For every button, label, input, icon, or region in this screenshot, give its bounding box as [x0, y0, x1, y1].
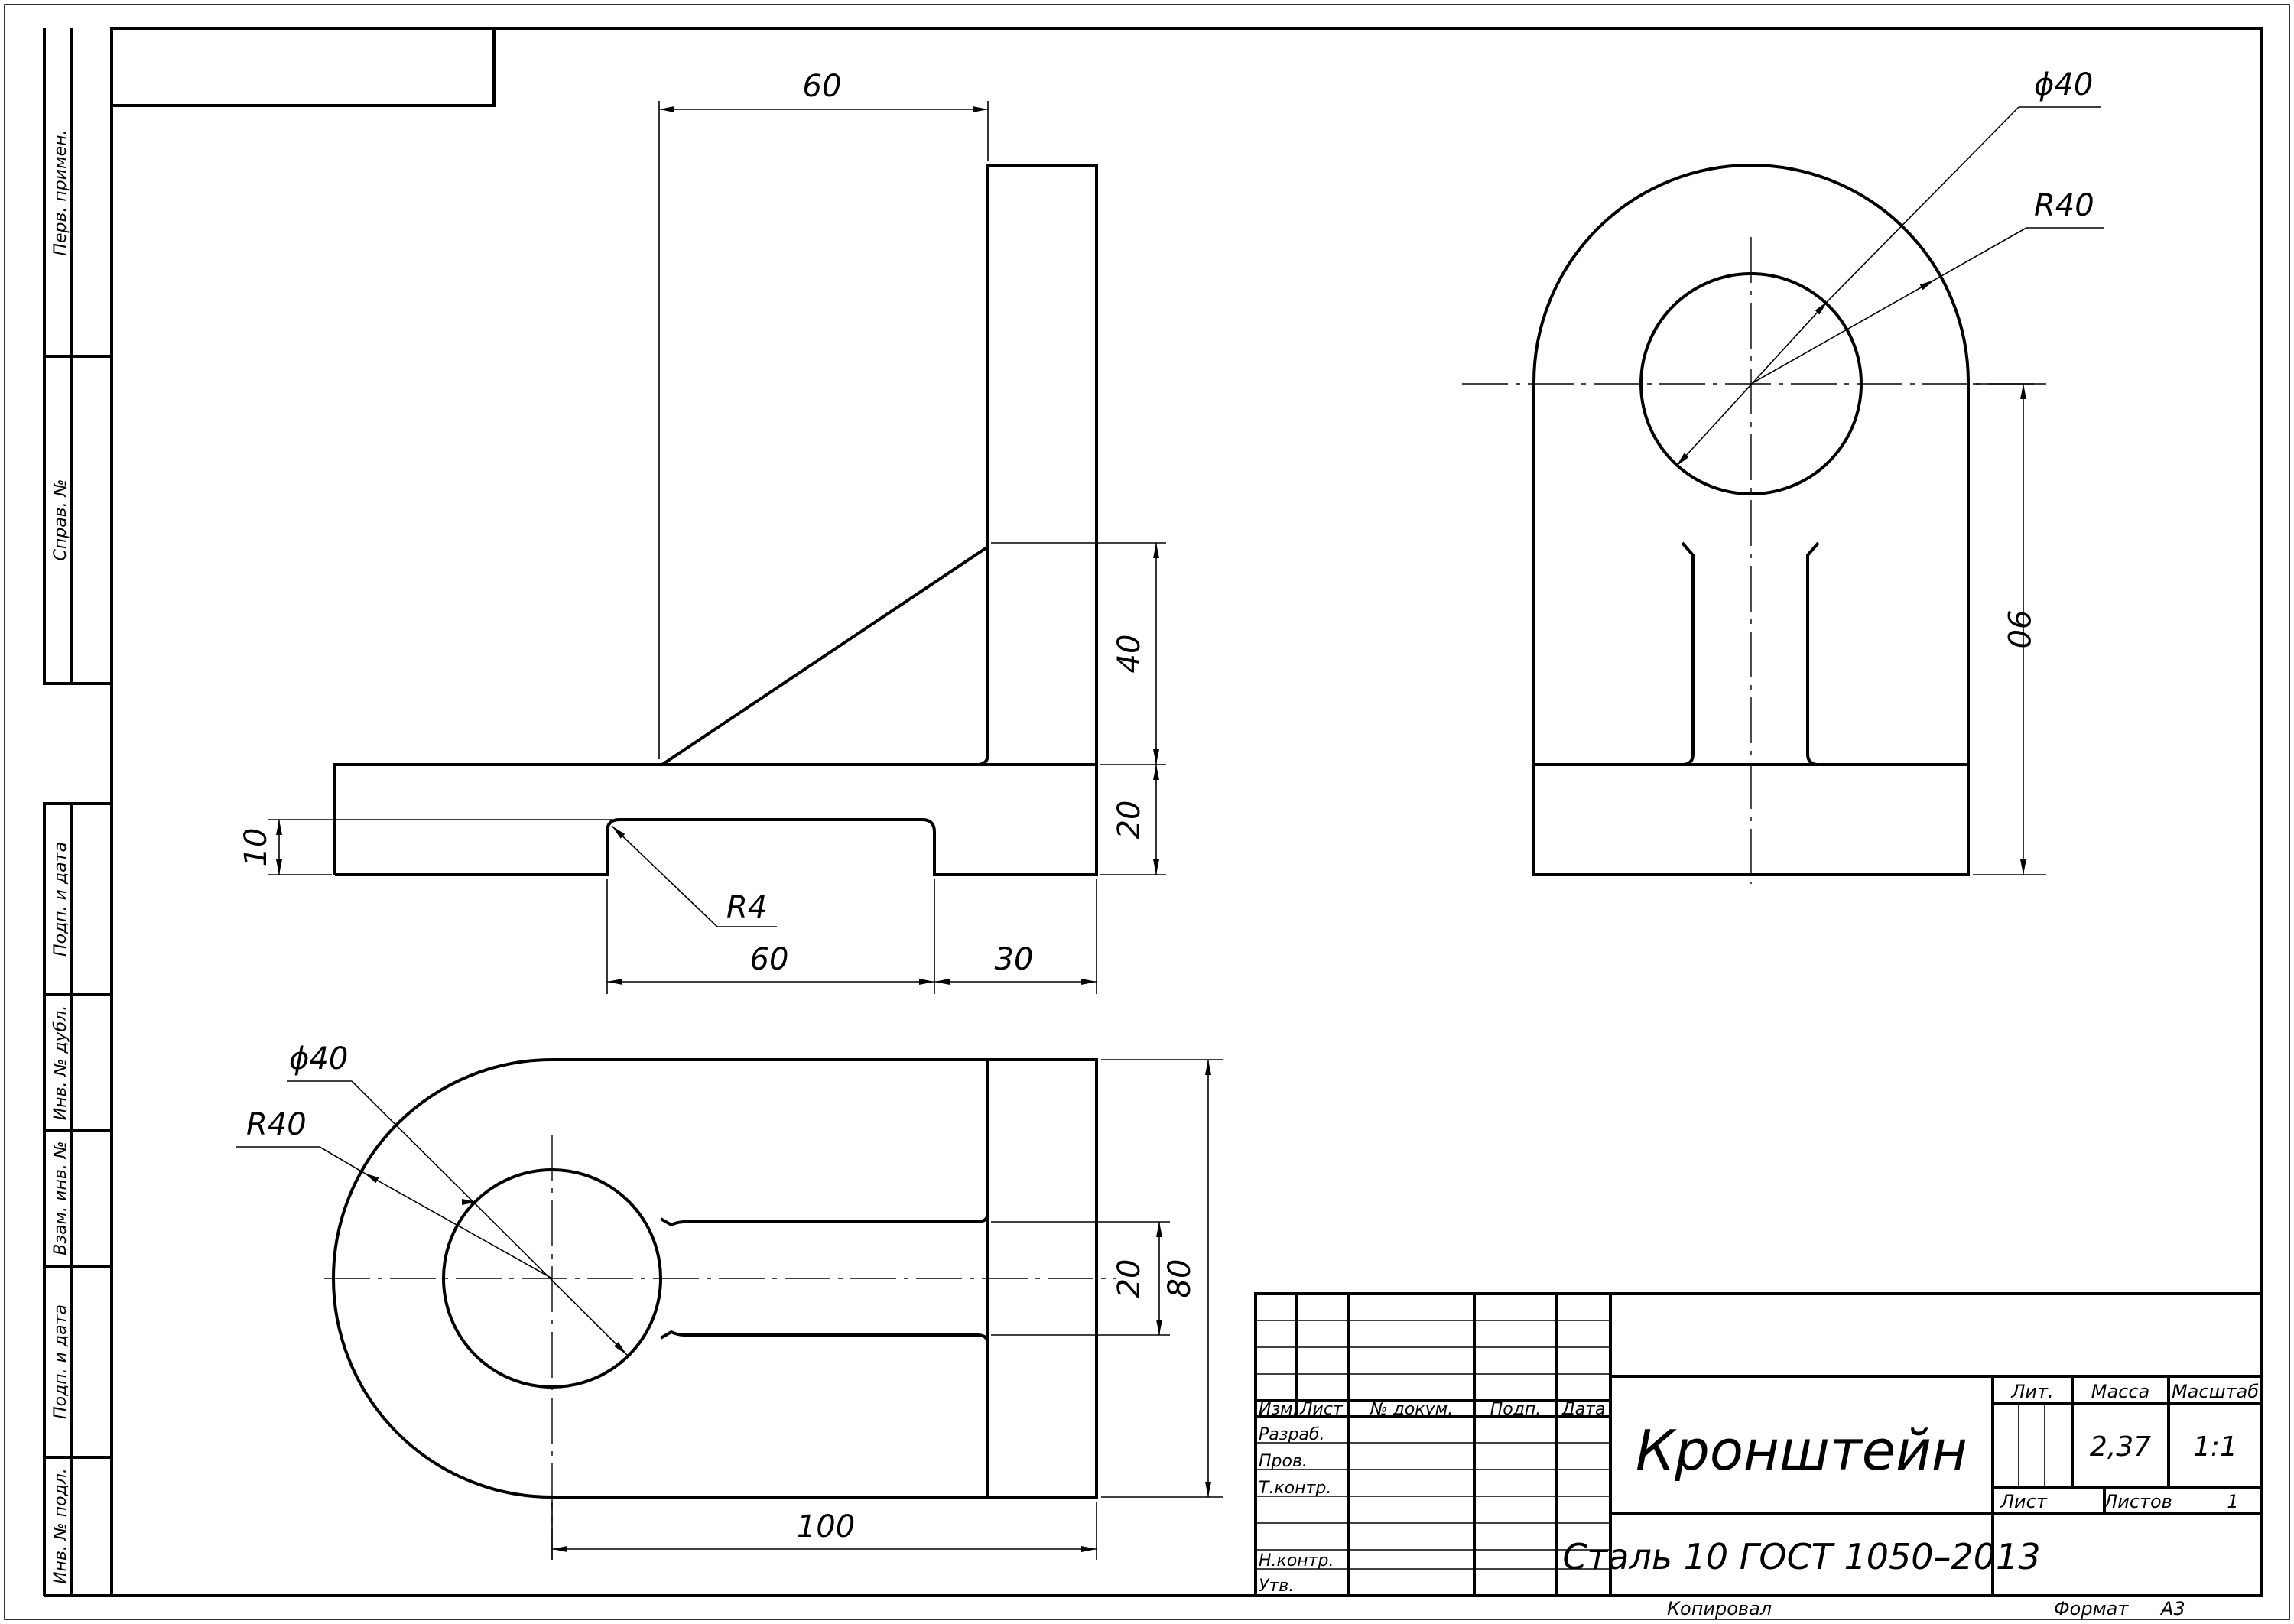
- front-view-rib: [661, 545, 989, 766]
- dim-front-bottom-60: 60: [750, 942, 789, 977]
- tb-row-razrab: Разраб.: [1259, 1425, 1324, 1444]
- side-label-podp-data-2: Подп. и дата: [51, 1304, 70, 1419]
- side-view-slot-left: [1681, 541, 1695, 766]
- title-block: Изм. Лист № докум. Подп. Дата Разраб. Пр…: [1254, 1292, 2263, 1597]
- side-label-vzam-inv: Взам. инв. №: [51, 1141, 70, 1255]
- tb-row-utv: Утв.: [1259, 1577, 1294, 1596]
- side-label-sprav-no: Справ. №: [51, 479, 70, 560]
- dim-top-20: 20: [1112, 1259, 1147, 1298]
- side-label-perv-primen: Перв. примен.: [51, 129, 70, 255]
- leader-front-r4: [611, 825, 718, 927]
- front-view-outline: [333, 164, 1098, 876]
- drawing-frame: [110, 27, 2263, 1597]
- dim-front-top-60: 60: [803, 69, 842, 104]
- front-view: 60 40 20 10 R4 60 30: [239, 69, 1166, 994]
- leader-top-r40: [363, 1172, 553, 1279]
- tb-lit-label: Лит.: [2010, 1381, 2053, 1402]
- side-label-inv-dubl: Инв. № дубл.: [51, 1005, 70, 1121]
- tb-col-data: Дата: [1561, 1400, 1606, 1419]
- leader-side-r40: [1750, 279, 1935, 385]
- top-view-slot-bottom: [660, 1330, 989, 1345]
- tb-row-prov: Пров.: [1259, 1452, 1308, 1471]
- side-label-inv-podl: Инв. № подл.: [51, 1468, 70, 1584]
- tb-format-label: Формат: [2054, 1598, 2129, 1619]
- dim-top-80: 80: [1162, 1259, 1197, 1298]
- tb-col-list: Лист: [1299, 1400, 1344, 1419]
- tb-mass-value: 2,37: [2090, 1431, 2151, 1463]
- tb-scale-value: 1:1: [2193, 1431, 2237, 1463]
- side-stamp: Перв. примен. Справ. № Подп. и дата Инв.…: [43, 28, 112, 1597]
- dim-side-d40: ϕ40: [2034, 67, 2093, 102]
- top-view-outline: [332, 1058, 1098, 1499]
- top-view-slot-top: [660, 1212, 989, 1227]
- leader-top-d40: [351, 1080, 628, 1356]
- side-view-slot-right: [1806, 541, 1820, 766]
- tb-row-tkontr: Т.контр.: [1259, 1479, 1331, 1498]
- dim-top-d40: ϕ40: [289, 1041, 348, 1077]
- tb-part-name: Кронштейн: [1636, 1418, 1967, 1483]
- tb-format-value: А3: [2159, 1598, 2185, 1619]
- top-left-stamp: [112, 28, 496, 107]
- sheet-outer-border: [4, 4, 2290, 1620]
- tb-material: Сталь 10 ГОСТ 1050–2013: [1562, 1536, 2040, 1577]
- dim-top-r40: R40: [246, 1107, 307, 1142]
- dim-front-40: 40: [1112, 635, 1147, 674]
- tb-mass-label: Масса: [2091, 1381, 2150, 1402]
- tb-row-nkontr: Н.контр.: [1259, 1551, 1334, 1570]
- tb-sheet-label: Лист: [2000, 1491, 2048, 1512]
- dim-top-100: 100: [797, 1509, 855, 1544]
- tb-col-podp: Подп.: [1490, 1400, 1542, 1419]
- dim-front-30: 30: [995, 942, 1034, 977]
- dim-front-10: 10: [239, 828, 274, 867]
- side-view-outline: [1532, 164, 1970, 876]
- top-view: ϕ40 R40 20 80 100: [236, 1041, 1223, 1560]
- dim-side-90: 90: [2000, 610, 2036, 649]
- tb-copied: Копировал: [1667, 1598, 1772, 1619]
- dim-front-r4: R4: [726, 890, 767, 925]
- tb-col-doc: № докум.: [1370, 1400, 1453, 1419]
- dim-front-20: 20: [1112, 801, 1147, 840]
- side-view: ϕ40 R40 90: [1462, 67, 2104, 884]
- dim-side-r40: R40: [2034, 188, 2094, 223]
- tb-col-izm: Изм.: [1259, 1400, 1298, 1419]
- tb-sheets-label: Листов: [2103, 1491, 2172, 1512]
- tb-scale-label: Масштаб: [2172, 1381, 2259, 1402]
- tb-sheets-value: 1: [2227, 1491, 2238, 1512]
- side-label-podp-data-1: Подп. и дата: [51, 842, 70, 957]
